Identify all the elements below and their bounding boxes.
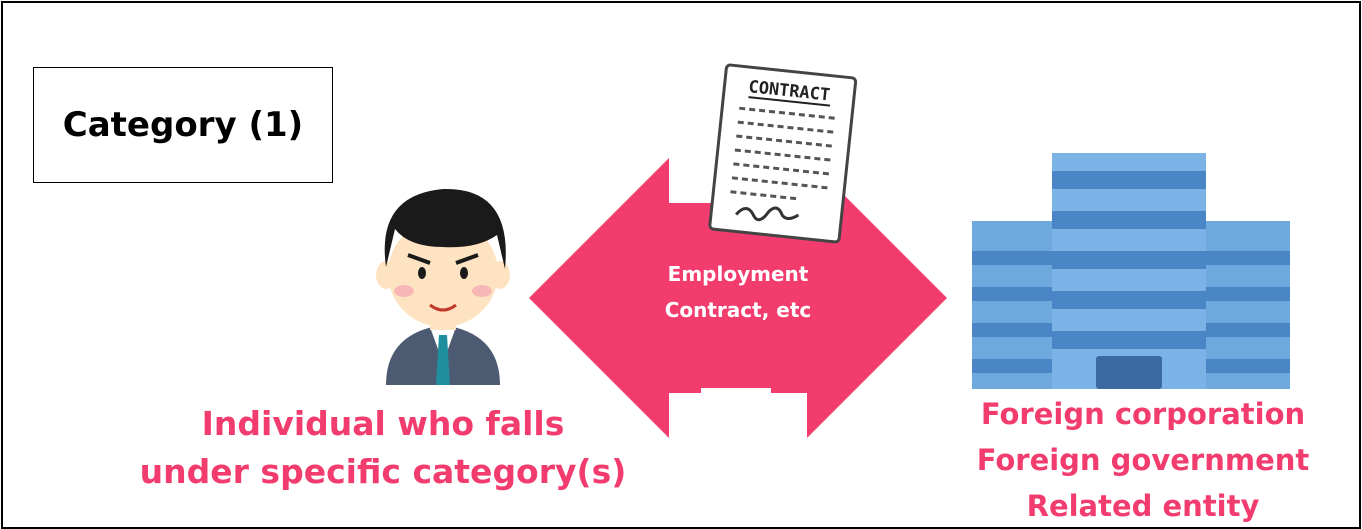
entity-label-line1: Foreign corporation [980,397,1306,431]
building-icon [972,153,1290,389]
arrow-text: Employment Contract, etc [603,256,873,328]
individual-label-line1: Individual who falls [201,404,565,443]
arrow-text-line2: Contract, etc [664,298,812,322]
double-arrow [529,158,947,463]
businessman-icon [376,188,510,385]
entity-label-line2: Foreign government [976,443,1310,477]
category-title: Category (1) [62,105,304,145]
contract-document-icon: CONTRACT [708,63,858,244]
individual-label: Individual who falls under specific cate… [83,400,683,496]
individual-label-line2: under specific category(s) [139,452,627,491]
arrow-text-line1: Employment [667,262,809,286]
entity-label-line3: Related entity [1026,489,1260,523]
category-box: Category (1) [33,67,333,183]
entity-label: Foreign corporation Foreign government R… [933,391,1353,527]
